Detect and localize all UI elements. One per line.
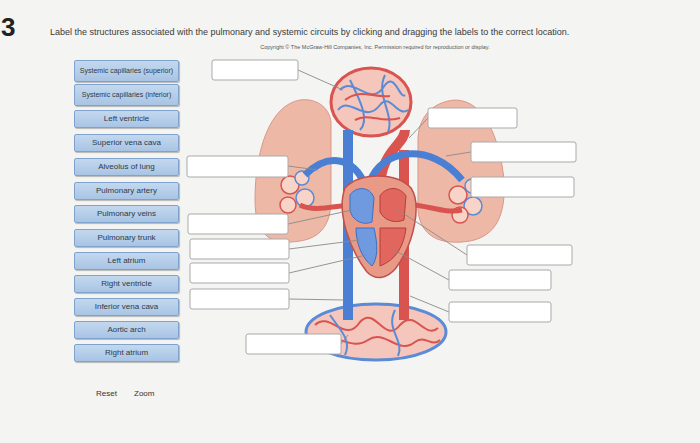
- label-tile: Inferior vena cava: [74, 298, 179, 316]
- label-tile: Right ventricle: [74, 275, 179, 293]
- illustration-part: [342, 176, 416, 278]
- label-text: Systemic capillaries (superior): [80, 67, 173, 75]
- label-text: Left atrium: [108, 256, 146, 265]
- illustration-part: [190, 239, 289, 259]
- illustration-part: [467, 245, 572, 265]
- illustration-part: [190, 289, 289, 309]
- question-number: 3: [1, 14, 15, 40]
- copyright-notice: Copyright © The McGraw-Hill Companies, I…: [200, 44, 550, 51]
- label-tile: Systemic capillaries (inferior): [74, 84, 179, 106]
- label-tile: Left ventricle: [74, 110, 179, 128]
- illustration-part: [449, 270, 551, 290]
- illustration-part: [190, 263, 289, 283]
- label-tile: Right atrium: [74, 344, 179, 362]
- illustration-part: [296, 189, 314, 207]
- illustration-part: [212, 60, 298, 80]
- label-text: Alveolus of lung: [98, 162, 154, 171]
- label-text: Inferior vena cava: [95, 302, 159, 311]
- illustration-part: [288, 210, 352, 224]
- label-tile: Left atrium: [74, 252, 179, 270]
- illustration-part: [449, 186, 467, 204]
- label-text: Right ventricle: [101, 279, 152, 288]
- illustration-part: [280, 197, 296, 213]
- illustration-part: [289, 240, 360, 249]
- label-text: Pulmonary veins: [97, 209, 156, 218]
- label-tile: Systemic capillaries (superior): [74, 60, 179, 82]
- heart: [342, 176, 416, 278]
- label-text: Pulmonary trunk: [97, 233, 155, 242]
- label-text: Systemic capillaries (inferior): [82, 91, 171, 99]
- illustration-part: [331, 68, 411, 136]
- illustration-part: [356, 228, 377, 266]
- answer-boxes: [187, 60, 576, 354]
- illustration-part: [471, 177, 574, 197]
- label-text: Pulmonary artery: [96, 186, 157, 195]
- instruction-title: Label the structures associated with the…: [50, 27, 695, 38]
- illustration-part: [380, 189, 406, 222]
- zoom-button: Zoom: [134, 389, 154, 399]
- illustration-part: [338, 75, 408, 132]
- illustration-part: [288, 166, 318, 170]
- label-tile: Superior vena cava: [74, 134, 179, 152]
- illustration-part: [187, 156, 288, 177]
- label-text: Superior vena cava: [92, 138, 161, 147]
- label-text: Aortic arch: [107, 325, 145, 334]
- label-tile: Aortic arch: [74, 321, 179, 339]
- reset-button: Reset: [96, 389, 117, 399]
- illustration-part: [350, 189, 374, 224]
- label-text: Right atrium: [105, 348, 148, 357]
- illustration-part: [398, 210, 467, 255]
- illustration-part: [341, 335, 348, 344]
- illustration-part: [345, 94, 400, 120]
- illustration-part: [380, 228, 406, 266]
- illustration-part: [409, 118, 428, 138]
- label-tile: Alveolus of lung: [74, 158, 179, 176]
- label-text: Left ventricle: [104, 114, 149, 123]
- illustration-part: [188, 214, 288, 234]
- illustration-part: [298, 70, 343, 90]
- illustration-part: [289, 299, 344, 300]
- illustration-part: [446, 152, 471, 156]
- illustration-part: [410, 296, 449, 312]
- upper-capillary-bed: [331, 68, 411, 136]
- label-tile: Pulmonary veins: [74, 205, 179, 223]
- label-tile: Pulmonary trunk: [74, 229, 179, 247]
- illustration-part: [449, 302, 551, 322]
- illustration-part: [428, 108, 517, 128]
- label-tile: Pulmonary artery: [74, 182, 179, 200]
- illustration-part: [289, 255, 366, 273]
- illustration-part: [394, 250, 449, 280]
- illustration-part: [471, 142, 576, 162]
- illustration-part: [246, 334, 341, 354]
